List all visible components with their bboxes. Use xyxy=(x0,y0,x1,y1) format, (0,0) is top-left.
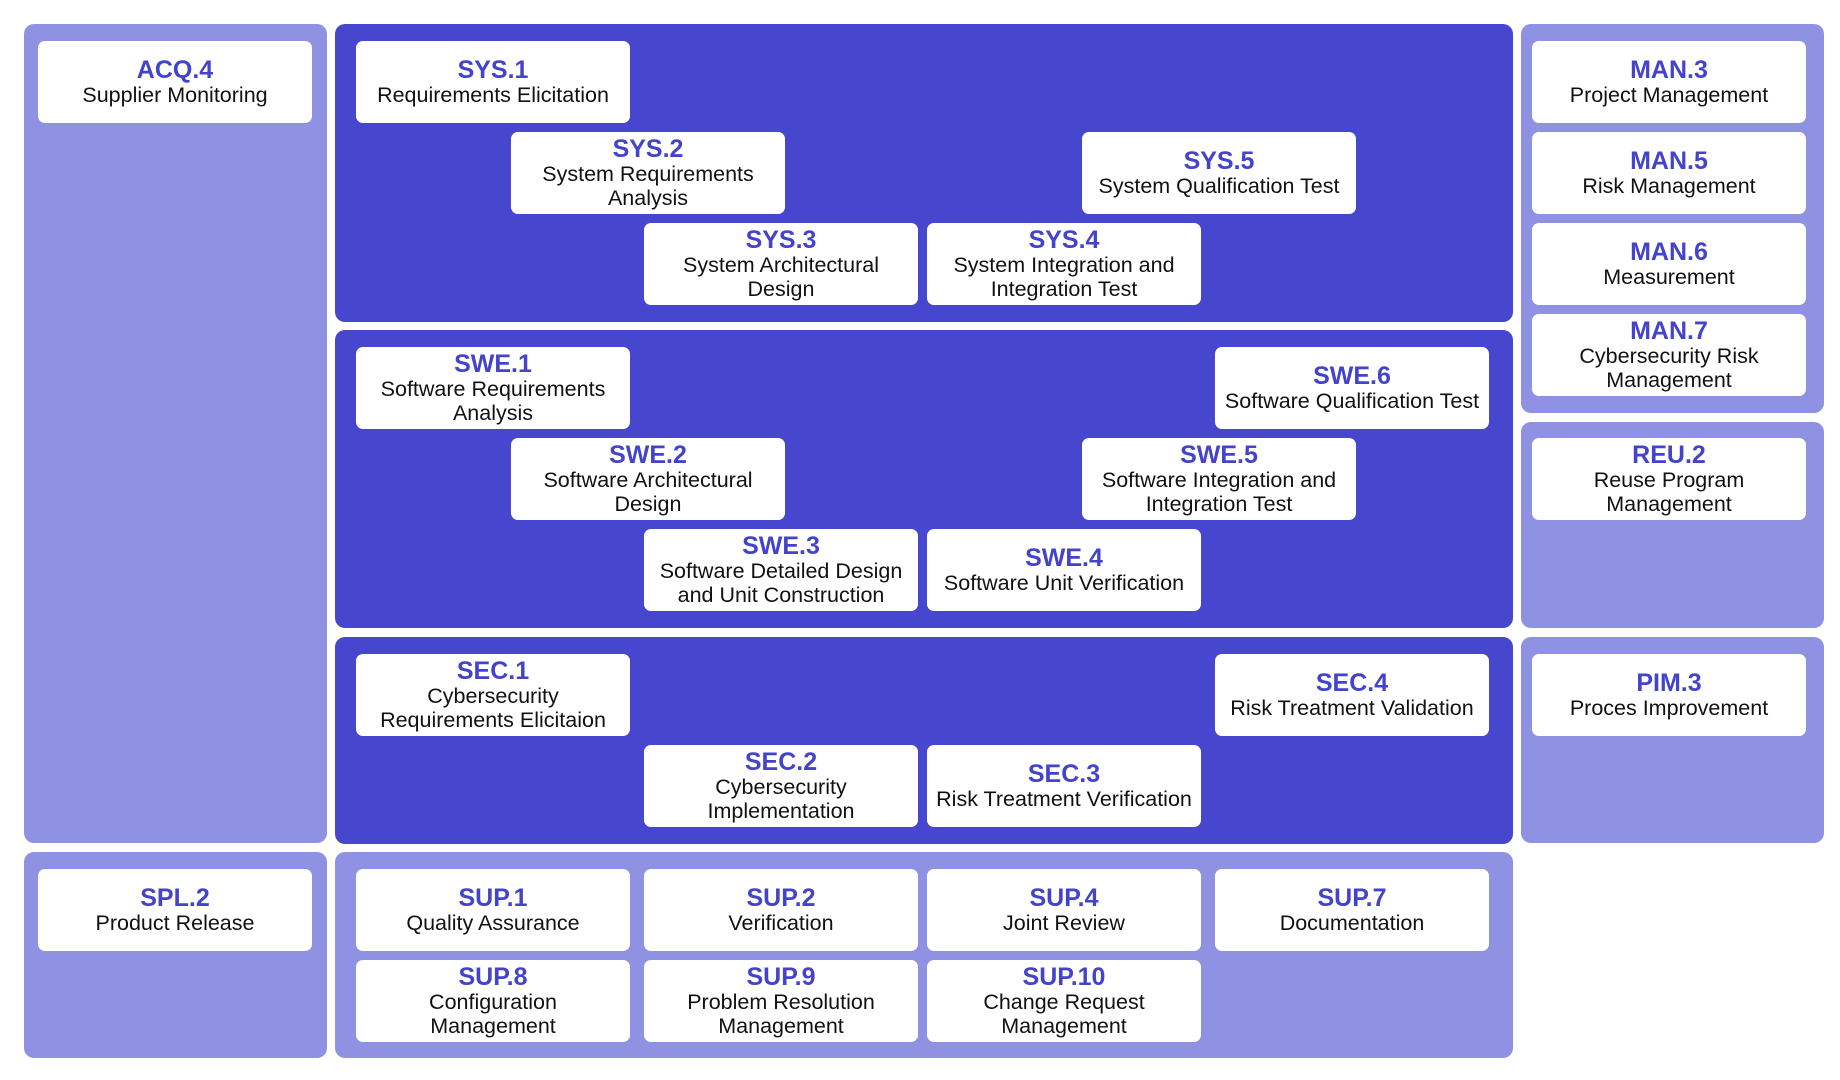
process-code: SPL.2 xyxy=(140,884,210,912)
process-code: MAN.7 xyxy=(1630,317,1708,345)
process-card-sec4: SEC.4 Risk Treatment Validation xyxy=(1215,654,1489,736)
process-code: MAN.6 xyxy=(1630,238,1708,266)
process-name: Measurement xyxy=(1603,265,1735,289)
process-card-swe4: SWE.4 Software Unit Verification xyxy=(927,529,1201,611)
process-name: Documentation xyxy=(1279,911,1425,935)
process-card-sup8: SUP.8 Configuration Management xyxy=(356,960,630,1042)
process-code: SWE.2 xyxy=(609,441,687,469)
process-code: SUP.4 xyxy=(1029,884,1099,912)
process-card-sec2: SEC.2 Cybersecurity Implementation xyxy=(644,745,918,827)
process-card-pim3: PIM.3 Proces Improvement xyxy=(1532,654,1806,736)
process-code: SYS.2 xyxy=(612,135,684,163)
process-card-swe3: SWE.3 Software Detailed Design and Unit … xyxy=(644,529,918,611)
process-name: Requirements Elicitation xyxy=(377,83,609,107)
process-code: SUP.8 xyxy=(458,963,528,991)
process-code: SWE.5 xyxy=(1180,441,1258,469)
process-code: SYS.5 xyxy=(1183,147,1255,175)
process-name: Configuration Management xyxy=(429,990,557,1038)
process-card-sys4: SYS.4 System Integration and Integration… xyxy=(927,223,1201,305)
process-code: SWE.3 xyxy=(742,532,820,560)
process-name: Quality Assurance xyxy=(406,911,580,935)
process-card-spl2: SPL.2 Product Release xyxy=(38,869,312,951)
process-name: Software Unit Verification xyxy=(943,571,1185,595)
process-card-sys2: SYS.2 System Requirements Analysis xyxy=(511,132,785,214)
process-code: PIM.3 xyxy=(1636,669,1702,697)
process-code: SWE.1 xyxy=(454,350,532,378)
process-card-sec3: SEC.3 Risk Treatment Verification xyxy=(927,745,1201,827)
process-name: System Qualification Test xyxy=(1098,174,1340,198)
process-card-sup4: SUP.4 Joint Review xyxy=(927,869,1201,951)
process-name: Software Detailed Design and Unit Constr… xyxy=(659,559,903,607)
process-name: Software Integration and Integration Tes… xyxy=(1101,468,1337,516)
process-card-sys1: SYS.1 Requirements Elicitation xyxy=(356,41,630,123)
process-card-man6: MAN.6 Measurement xyxy=(1532,223,1806,305)
process-code: SWE.4 xyxy=(1025,544,1103,572)
process-code: ACQ.4 xyxy=(136,56,214,84)
process-name: Cybersecurity Requirements Elicitaion xyxy=(380,684,606,732)
process-card-man5: MAN.5 Risk Management xyxy=(1532,132,1806,214)
acquisition-panel xyxy=(24,24,327,843)
process-name: Reuse Program Management xyxy=(1593,468,1745,516)
process-card-swe5: SWE.5 Software Integration and Integrati… xyxy=(1082,438,1356,520)
process-code: SEC.4 xyxy=(1315,669,1389,697)
process-code: MAN.3 xyxy=(1630,56,1708,84)
process-card-reu2: REU.2 Reuse Program Management xyxy=(1532,438,1806,520)
process-name: System Architectural Design xyxy=(683,253,879,301)
process-code: SYS.1 xyxy=(457,56,529,84)
process-card-man7: MAN.7 Cybersecurity Risk Management xyxy=(1532,314,1806,396)
process-card-sup9: SUP.9 Problem Resolution Management xyxy=(644,960,918,1042)
process-code: MAN.5 xyxy=(1630,147,1708,175)
process-code: SUP.9 xyxy=(746,963,816,991)
process-name: Risk Treatment Verification xyxy=(936,787,1192,811)
process-card-sup2: SUP.2 Verification xyxy=(644,869,918,951)
process-name: Software Architectural Design xyxy=(543,468,753,516)
process-name: Software Qualification Test xyxy=(1224,389,1480,413)
process-name: Cybersecurity Implementation xyxy=(707,775,855,823)
process-card-man3: MAN.3 Project Management xyxy=(1532,41,1806,123)
process-card-sup7: SUP.7 Documentation xyxy=(1215,869,1489,951)
process-code: REU.2 xyxy=(1632,441,1706,469)
process-card-swe6: SWE.6 Software Qualification Test xyxy=(1215,347,1489,429)
process-code: SEC.3 xyxy=(1027,760,1101,788)
process-card-acq4: ACQ.4 Supplier Monitoring xyxy=(38,41,312,123)
process-card-sup10: SUP.10 Change Request Management xyxy=(927,960,1201,1042)
process-card-sys5: SYS.5 System Qualification Test xyxy=(1082,132,1356,214)
process-name: Change Request Management xyxy=(983,990,1145,1038)
process-code: SUP.2 xyxy=(746,884,816,912)
process-name: Verification xyxy=(728,911,834,935)
process-name: Software Requirements Analysis xyxy=(380,377,606,425)
process-name: Supplier Monitoring xyxy=(82,83,268,107)
process-code: SYS.4 xyxy=(1028,226,1100,254)
process-card-sup1: SUP.1 Quality Assurance xyxy=(356,869,630,951)
process-name: Joint Review xyxy=(1003,911,1125,935)
process-name: Cybersecurity Risk Management xyxy=(1579,344,1759,392)
process-card-swe2: SWE.2 Software Architectural Design xyxy=(511,438,785,520)
process-name: System Integration and Integration Test xyxy=(953,253,1175,301)
process-card-swe1: SWE.1 Software Requirements Analysis xyxy=(356,347,630,429)
process-card-sys3: SYS.3 System Architectural Design xyxy=(644,223,918,305)
process-code: SUP.1 xyxy=(458,884,528,912)
process-code: SWE.6 xyxy=(1313,362,1391,390)
process-name: Risk Management xyxy=(1582,174,1756,198)
process-name: Proces Improvement xyxy=(1569,696,1769,720)
process-card-sec1: SEC.1 Cybersecurity Requirements Elicita… xyxy=(356,654,630,736)
process-code: SYS.3 xyxy=(745,226,817,254)
process-name: System Requirements Analysis xyxy=(542,162,754,210)
process-code: SUP.7 xyxy=(1317,884,1387,912)
process-code: SEC.1 xyxy=(456,657,530,685)
process-name: Problem Resolution Management xyxy=(687,990,875,1038)
process-name: Risk Treatment Validation xyxy=(1230,696,1474,720)
process-name: Product Release xyxy=(95,911,255,935)
process-code: SEC.2 xyxy=(744,748,818,776)
process-code: SUP.10 xyxy=(1022,963,1106,991)
process-name: Project Management xyxy=(1569,83,1769,107)
